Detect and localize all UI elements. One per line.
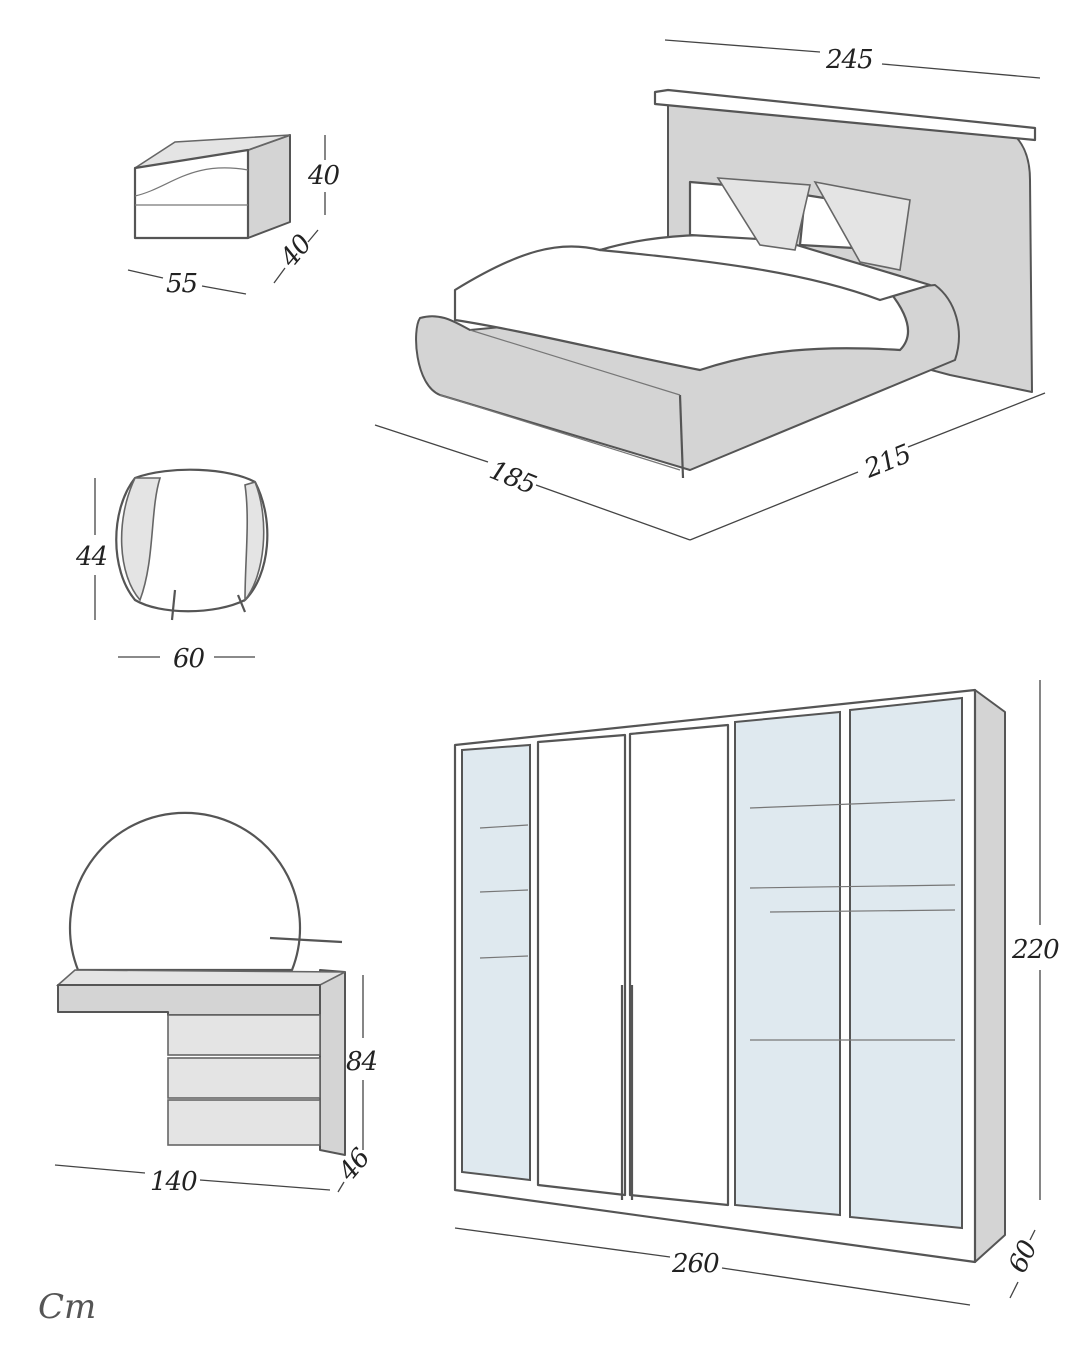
- wardrobe-drawing: [453, 688, 1006, 1264]
- nightstand-height-dimension: 40: [307, 135, 341, 215]
- pouf-width-label: 60: [173, 644, 205, 674]
- wardrobe-depth-dimension: 60: [1003, 1229, 1044, 1299]
- wardrobe-depth-label: 60: [1003, 1236, 1044, 1277]
- bed-length-label: 215: [860, 439, 915, 485]
- bed-drawing: [415, 88, 1037, 479]
- vanity-width-dimension: 140: [54, 1164, 331, 1197]
- nightstand-depth-dimension: 40: [273, 229, 319, 284]
- bed-width-label: 185: [485, 455, 539, 500]
- vanity-height-label: 84: [346, 1047, 377, 1077]
- bed-headboard-width-dimension: 245: [664, 39, 1041, 79]
- vanity-width-label: 140: [150, 1167, 197, 1197]
- nightstand-depth-label: 40: [274, 229, 318, 273]
- nightstand-width-label: 55: [166, 269, 197, 299]
- nightstand-height-label: 40: [307, 161, 340, 191]
- wardrobe-height-label: 220: [1011, 935, 1059, 965]
- wardrobe-width-label: 260: [671, 1249, 719, 1279]
- pouf-width-dimension: 60: [118, 644, 255, 674]
- brand-logo: Cm: [38, 1287, 96, 1327]
- pouf-height-label: 44: [75, 542, 107, 572]
- pouf-height-dimension: 44: [75, 478, 108, 620]
- wardrobe-width-dimension: 260: [454, 1227, 971, 1306]
- vanity-drawing: [55, 811, 346, 1156]
- nightstand-width-dimension: 55: [127, 269, 247, 299]
- nightstand-drawing: [133, 134, 291, 240]
- wardrobe-height-dimension: 220: [1011, 680, 1060, 1200]
- vanity-height-dimension: 84: [346, 975, 378, 1150]
- pouf-drawing: [115, 468, 269, 621]
- bed-headboard-width-label: 245: [825, 45, 873, 75]
